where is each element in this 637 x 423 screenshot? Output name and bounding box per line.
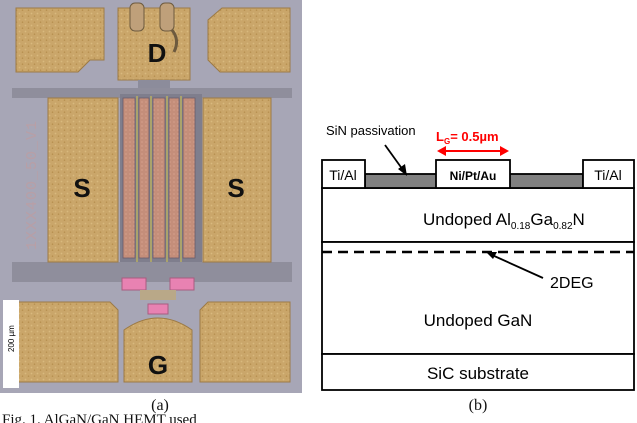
substrate-label: SiC substrate <box>427 364 529 383</box>
caption-a: (a) <box>151 397 169 414</box>
label-drain: D <box>148 38 167 68</box>
probe-marks <box>129 2 179 53</box>
gan-label: Undoped GaN <box>424 311 533 330</box>
finger-array <box>120 94 202 262</box>
lg-label: LG= 0.5µm <box>436 129 499 146</box>
chip-watermark: 1XXX400_50_V1 <box>24 120 41 250</box>
lg-arrow <box>437 146 509 156</box>
pad-top-right <box>207 7 291 73</box>
gan-layer <box>321 241 635 355</box>
label-source-left: S <box>73 173 90 203</box>
contact-left-label: Ti/Al <box>329 167 356 183</box>
scale-bar-label: 200 µm <box>7 325 16 352</box>
source-pad-right <box>202 97 272 263</box>
caption-b: (b) <box>469 397 488 414</box>
annotation-arrows <box>384 144 544 279</box>
metal-strip-bottom <box>12 262 292 282</box>
gate-metal-label: Ni/Pt/Au <box>450 169 497 183</box>
pad-bottom-right <box>199 301 291 383</box>
metal-strip-top <box>12 88 292 98</box>
twodeg-label: 2DEG <box>550 275 594 292</box>
barrier-label: Undoped Al0.18Ga0.82N <box>423 210 585 232</box>
gate-metal <box>435 159 511 189</box>
label-gate: G <box>148 350 168 380</box>
sin-arrow <box>384 144 404 171</box>
micrograph-panel: D S S G 1XXX400_50_V1 200 µm <box>0 0 302 393</box>
gate-feed <box>121 277 195 315</box>
cross-section-panel <box>321 159 635 391</box>
twodeg-arrow <box>491 254 544 279</box>
label-source-right: S <box>227 173 244 203</box>
contact-right-label: Ti/Al <box>594 167 621 183</box>
gate-pad <box>123 317 193 383</box>
contact-left <box>321 159 366 189</box>
pad-top-left <box>15 7 105 73</box>
source-pad-left <box>47 97 119 263</box>
substrate-layer <box>321 353 635 391</box>
contact-right <box>582 159 635 189</box>
pad-bottom-left <box>15 301 119 383</box>
barrier-layer <box>321 187 635 243</box>
sin-passivation-label: SiN passivation <box>326 123 416 138</box>
scale-bar <box>3 300 19 388</box>
figure-caption: Fig. 1. AlGaN/GaN HEMT used <box>2 412 197 423</box>
